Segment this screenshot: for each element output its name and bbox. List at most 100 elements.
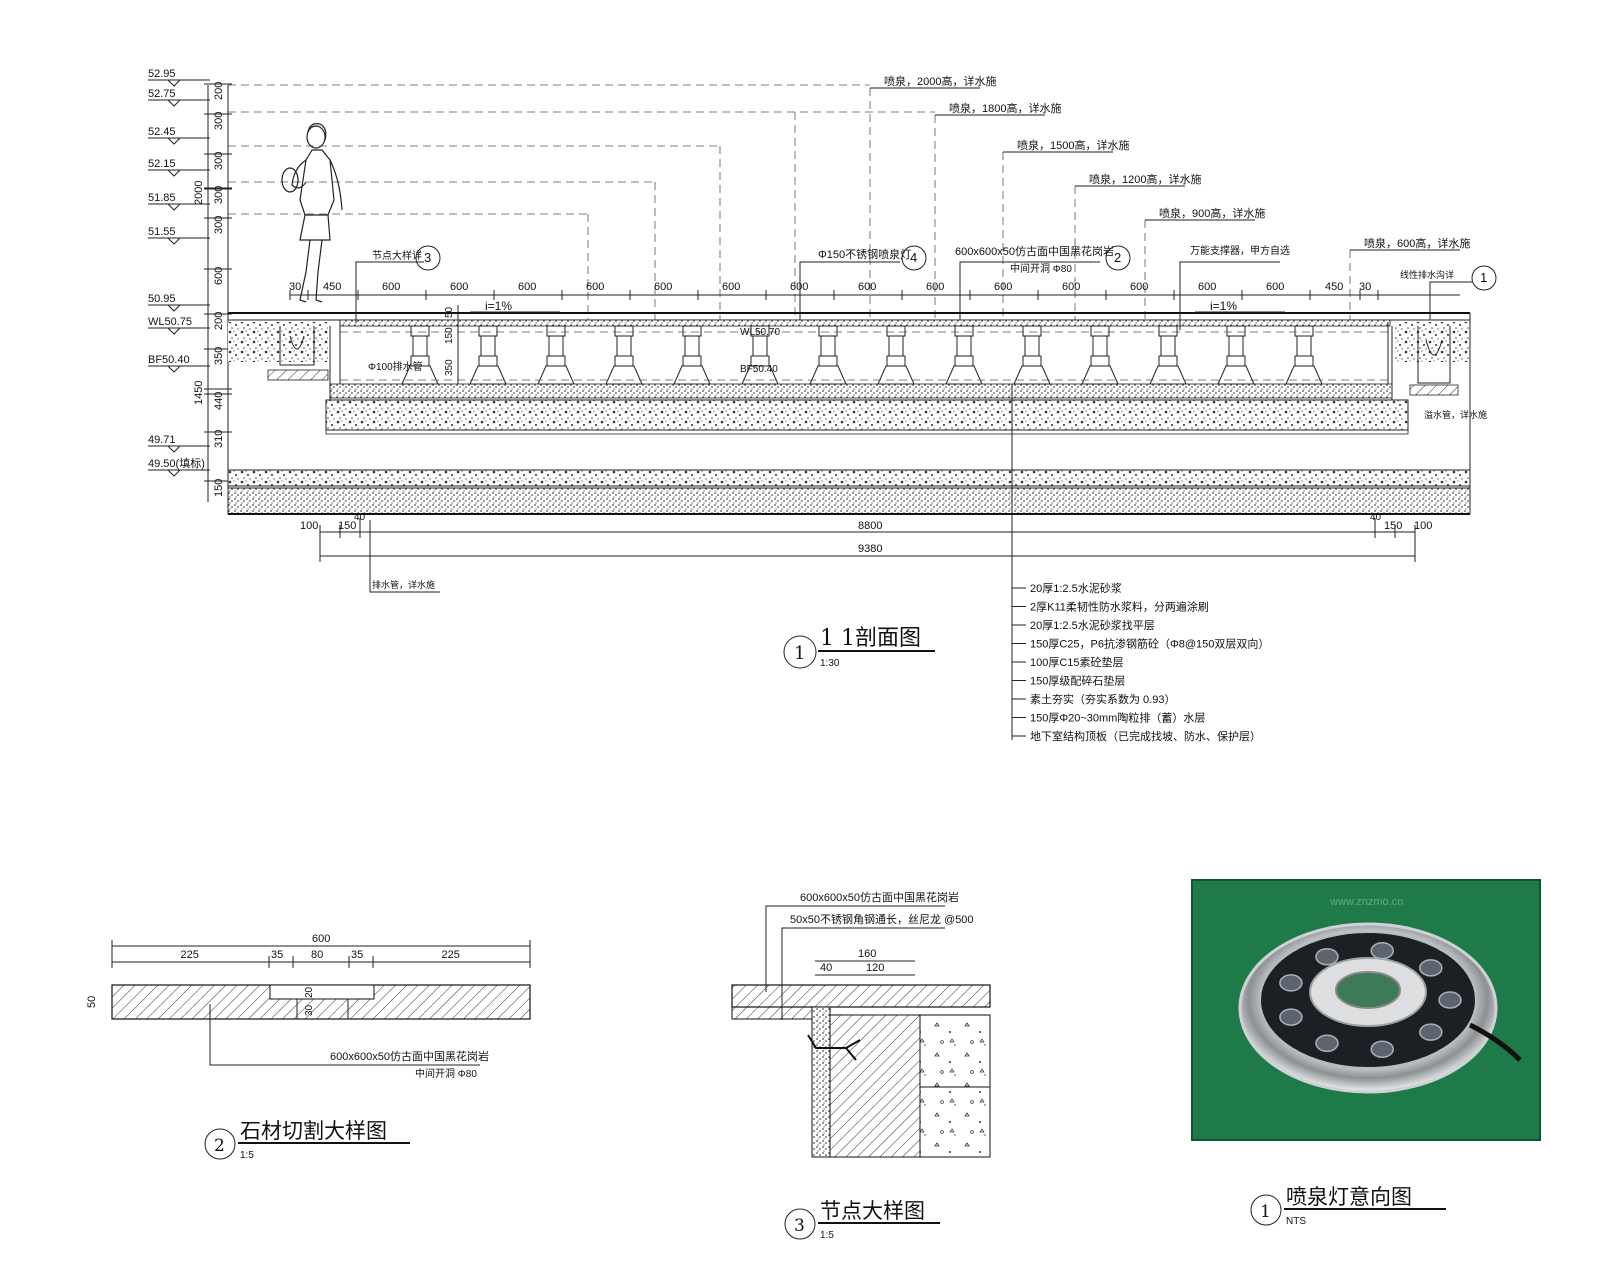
pedestal-collar <box>818 355 838 367</box>
section-scale: 1:30 <box>820 658 840 669</box>
stone-sub-20: 20 <box>304 986 315 998</box>
elevation-label: 51.85 <box>148 192 176 204</box>
callout-bf-inner: BF50.40 <box>740 364 778 375</box>
top-dim-label: 600 <box>994 281 1012 293</box>
top-dim-label: 600 <box>518 281 536 293</box>
led-lens <box>1419 959 1443 977</box>
pedestal-head <box>954 325 974 337</box>
top-dim-label: 600 <box>1266 281 1284 293</box>
pedestal-head <box>1022 325 1042 337</box>
stone-dim-part: 35 <box>351 949 363 961</box>
elevation-triangle <box>167 469 181 477</box>
pedestal-shaft <box>888 335 904 357</box>
pedestal-base <box>401 365 439 385</box>
top-dim-label: 600 <box>382 281 400 293</box>
layer-note: 20厚1:2.5水泥砂浆 <box>1030 581 1122 595</box>
top-dim-label: 600 <box>1130 281 1148 293</box>
layer-note: 150厚C25，P6抗渗钢筋砼（Φ8@150双层双向） <box>1030 637 1269 651</box>
node-dim-120: 120 <box>866 962 884 974</box>
layer-note: 100厚C15素砼垫层 <box>1030 655 1124 669</box>
left-dim: 150 <box>213 479 225 497</box>
elevation-label: 52.15 <box>148 158 176 170</box>
section-1-1: 52.9552.7552.4552.1551.8551.5550.95WL50.… <box>148 68 1497 743</box>
callout-node-detail: 节点大样详 <box>372 249 422 262</box>
layer-note: 150厚级配碎石垫层 <box>1030 674 1125 688</box>
elevation-label: 50.95 <box>148 293 176 305</box>
stone-height: 50 <box>86 996 98 1008</box>
pedestal-base <box>1285 365 1323 385</box>
bdim-r0: 40 <box>1370 512 1382 523</box>
bdim-l0: 100 <box>300 520 318 532</box>
pedestal-base <box>1013 365 1051 385</box>
stone-title-num: 2 <box>214 1136 225 1156</box>
pedestal-base <box>673 365 711 385</box>
stone-title-text: 石材切割大样图 <box>240 1119 387 1143</box>
pedestal-collar <box>1226 355 1246 367</box>
pedestal-shaft <box>684 335 700 357</box>
pedestal-head <box>1226 325 1246 337</box>
stone-sub-30: 30 <box>304 1004 315 1016</box>
inner-dim-150: 150 <box>444 327 455 344</box>
elevation-triangle <box>167 203 181 211</box>
top-dim-label: 600 <box>1062 281 1080 293</box>
fountain-light-image: www.znzmo.cn 1 喷泉灯意向图 NTS <box>1191 879 1541 1227</box>
top-dim-label: 30 <box>1359 281 1371 293</box>
left-dim: 200 <box>213 82 225 100</box>
image-watermark: www.znzmo.cn <box>1329 896 1403 908</box>
pedestal-shaft <box>1024 335 1040 357</box>
tag-3: 3 <box>424 250 431 265</box>
callout-stone: 600x600x50仿古面中国黑花岗岩 <box>955 244 1114 258</box>
led-lens <box>1279 1008 1303 1026</box>
led-lens <box>1419 1023 1443 1041</box>
node-title-num: 3 <box>794 1216 805 1236</box>
elevation-triangle <box>167 79 181 87</box>
top-dim-label: 600 <box>926 281 944 293</box>
led-lens <box>1370 1040 1394 1058</box>
callout-overflow: 溢水管，详水施 <box>1424 409 1487 420</box>
elevation-marks: 52.9552.7552.4552.1551.8551.5550.95WL50.… <box>148 68 935 477</box>
left-dim: 300 <box>213 186 225 204</box>
support-pedestals <box>401 325 1323 385</box>
elevation-triangle <box>167 99 181 107</box>
layer-notes: 20厚1:2.5水泥砂浆2厚K11柔韧性防水浆料，分两遍涂刷20厚1:2.5水泥… <box>1012 581 1269 743</box>
bdim-r2: 100 <box>1414 520 1432 532</box>
elevation-label: 52.75 <box>148 88 176 100</box>
stone-dim-part: 225 <box>181 949 199 961</box>
pedestal-head <box>818 325 838 337</box>
stone-dim-total: 600 <box>312 933 330 945</box>
left-dim: 440 <box>213 392 225 410</box>
bdim-r1: 150 <box>1384 520 1402 532</box>
jet-label: 喷泉，1200高，详水施 <box>1089 172 1201 186</box>
pedestal-collar <box>546 355 566 367</box>
light-title-text: 喷泉灯意向图 <box>1286 1185 1412 1209</box>
layer-note: 150厚Φ20~30mm陶粒排（蓄）水层 <box>1030 711 1205 725</box>
left-dim: 350 <box>213 347 225 365</box>
pedestal-base <box>1217 365 1255 385</box>
elevation-label: 51.55 <box>148 226 176 238</box>
jet-label: 喷泉，2000高，详水施 <box>884 74 996 88</box>
elevation-triangle <box>167 169 181 177</box>
tag-2: 2 <box>1114 250 1121 265</box>
stone-dim-part: 35 <box>271 949 283 961</box>
pedestal-base <box>605 365 643 385</box>
elevation-triangle <box>167 327 181 335</box>
pedestal-head <box>546 325 566 337</box>
node-dim-total: 160 <box>858 948 876 960</box>
top-dim-label: 600 <box>790 281 808 293</box>
left-dim: 300 <box>213 152 225 170</box>
bdim-l2: 40 <box>354 512 366 523</box>
layer-note: 地下室结构顶板（已完成找坡、防水、保护层） <box>1030 729 1261 743</box>
pedestal-shaft <box>616 335 632 357</box>
pedestal-shaft <box>412 335 428 357</box>
callout-drain-pipe: Φ100排水管 <box>368 360 423 373</box>
elevation-label: 49.50(填标) <box>148 456 205 470</box>
pedestal-head <box>478 325 498 337</box>
led-lens <box>1370 942 1394 960</box>
callout-outlet: 排水管，详水施 <box>372 579 435 590</box>
jet-label: 喷泉，600高，详水施 <box>1364 236 1470 250</box>
bottom-dimensions: 100 150 40 8800 40 150 100 9380 <box>300 512 1432 562</box>
